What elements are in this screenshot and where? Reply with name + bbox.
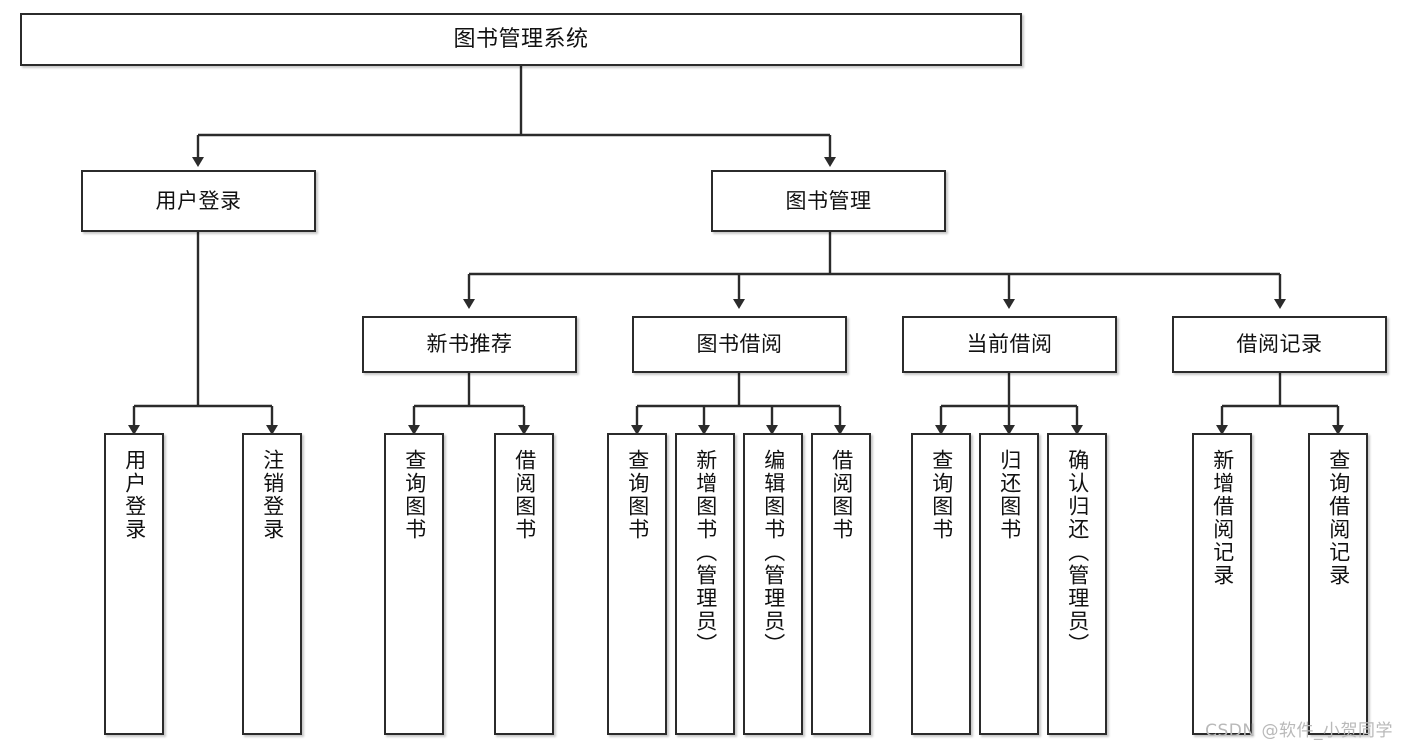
leaf-return-book-label: 归还图书 — [997, 449, 1022, 541]
leaf-query-book-3-label: 查询图书 — [929, 449, 954, 541]
node-book-management[interactable]: 图书管理 — [711, 170, 946, 232]
node-new-book-recommend[interactable]: 新书推荐 — [362, 316, 577, 373]
leaf-confirm-return-label: 确认归还（管理员） — [1065, 449, 1090, 656]
node-user-login-label: 用户登录 — [155, 188, 242, 213]
node-current-borrow-label: 当前借阅 — [966, 332, 1053, 357]
node-root-label: 图书管理系统 — [453, 26, 589, 52]
node-book-borrow[interactable]: 图书借阅 — [632, 316, 847, 373]
leaf-add-record[interactable]: 新增借阅记录 — [1192, 433, 1252, 735]
leaf-borrow-book-1-label: 借阅图书 — [512, 449, 537, 541]
leaf-query-book-2[interactable]: 查询图书 — [607, 433, 667, 735]
leaf-user-logout-label: 注销登录 — [260, 449, 285, 541]
node-book-management-label: 图书管理 — [785, 188, 872, 213]
node-current-borrow[interactable]: 当前借阅 — [902, 316, 1117, 373]
leaf-query-book-1[interactable]: 查询图书 — [384, 433, 444, 735]
leaf-edit-book-label: 编辑图书（管理员） — [761, 449, 786, 656]
leaf-user-login[interactable]: 用户登录 — [104, 433, 164, 735]
leaf-user-logout[interactable]: 注销登录 — [242, 433, 302, 735]
leaf-return-book[interactable]: 归还图书 — [979, 433, 1039, 735]
leaf-confirm-return[interactable]: 确认归还（管理员） — [1047, 433, 1107, 735]
leaf-user-login-label: 用户登录 — [122, 449, 147, 541]
node-new-book-recommend-label: 新书推荐 — [426, 332, 513, 357]
leaf-borrow-book-2-label: 借阅图书 — [829, 449, 854, 541]
node-root[interactable]: 图书管理系统 — [20, 13, 1022, 66]
leaf-edit-book[interactable]: 编辑图书（管理员） — [743, 433, 803, 735]
leaf-query-book-1-label: 查询图书 — [402, 449, 427, 541]
leaf-add-book[interactable]: 新增图书（管理员） — [675, 433, 735, 735]
leaf-query-record-label: 查询借阅记录 — [1326, 449, 1351, 587]
node-borrow-record[interactable]: 借阅记录 — [1172, 316, 1387, 373]
node-user-login[interactable]: 用户登录 — [81, 170, 316, 232]
leaf-query-record[interactable]: 查询借阅记录 — [1308, 433, 1368, 735]
node-book-borrow-label: 图书借阅 — [696, 332, 783, 357]
leaf-query-book-2-label: 查询图书 — [625, 449, 650, 541]
leaf-add-book-label: 新增图书（管理员） — [693, 449, 718, 656]
watermark: CSDN @软件_小贺同学 — [1205, 721, 1393, 741]
leaf-add-record-label: 新增借阅记录 — [1210, 449, 1235, 587]
leaf-borrow-book-2[interactable]: 借阅图书 — [811, 433, 871, 735]
node-borrow-record-label: 借阅记录 — [1236, 332, 1323, 357]
leaf-query-book-3[interactable]: 查询图书 — [911, 433, 971, 735]
leaf-borrow-book-1[interactable]: 借阅图书 — [494, 433, 554, 735]
